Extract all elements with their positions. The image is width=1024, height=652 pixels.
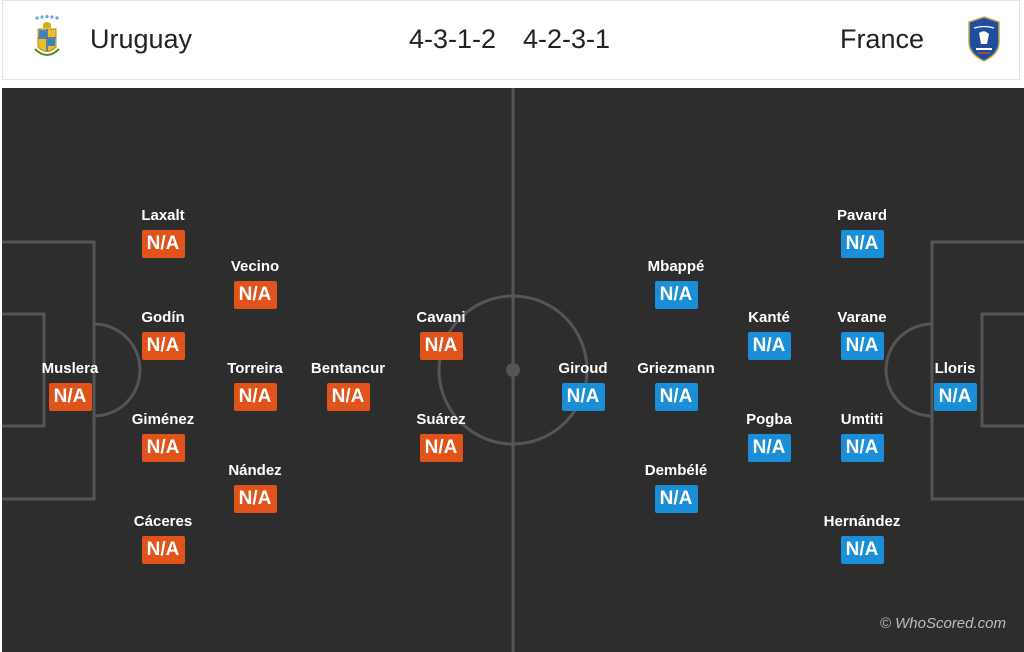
home-team-name: Uruguay: [90, 24, 193, 54]
player-rating-badge: N/A: [561, 383, 605, 411]
player-rating-badge: N/A: [419, 434, 463, 462]
player-name: Vecino: [230, 258, 280, 275]
player-rating-badge: N/A: [654, 281, 698, 309]
player-name: Varane: [837, 309, 887, 326]
player-rating-badge: N/A: [233, 383, 277, 411]
player-name: Pavard: [836, 207, 888, 224]
player-rating-badge: N/A: [654, 383, 698, 411]
france-crest-icon: [968, 16, 1000, 62]
player-name: Suárez: [416, 411, 466, 428]
player-rating-badge: N/A: [233, 485, 277, 513]
player-name: Pogba: [746, 411, 792, 428]
player-rating-badge: N/A: [326, 383, 370, 411]
player-name: Mbappé: [647, 258, 705, 275]
player-name: Kanté: [748, 309, 790, 326]
player-name: Giménez: [131, 411, 195, 428]
player-name: Laxalt: [141, 207, 185, 224]
player-name: Muslera: [41, 360, 99, 377]
player-name: Giroud: [558, 360, 608, 377]
player-rating-badge: N/A: [747, 332, 791, 360]
player-name: Godín: [141, 309, 185, 326]
player-name: Cavani: [416, 309, 466, 326]
player-name: Dembélé: [644, 462, 708, 479]
player-name: Hernández: [823, 513, 901, 530]
player-rating-badge: N/A: [141, 230, 185, 258]
player-rating-badge: N/A: [141, 434, 185, 462]
player-rating-badge: N/A: [233, 281, 277, 309]
match-header: Uruguay 4-3-1-2 4-2-3-1 France: [2, 0, 1020, 80]
home-formation: 4-3-1-2: [409, 24, 497, 54]
player-name: Bentancur: [310, 360, 386, 377]
player-rating-badge: N/A: [840, 434, 884, 462]
player-rating-badge: N/A: [141, 332, 185, 360]
player-rating-badge: N/A: [48, 383, 92, 411]
player-name: Lloris: [934, 360, 976, 377]
player-rating-badge: N/A: [840, 332, 884, 360]
player-name: Nández: [228, 462, 282, 479]
player-rating-badge: N/A: [933, 383, 977, 411]
pitch-lines: [2, 88, 1024, 652]
player-name: Griezmann: [637, 360, 715, 377]
uruguay-crest-icon: [34, 15, 60, 56]
player-rating-badge: N/A: [840, 230, 884, 258]
player-name: Torreira: [227, 360, 283, 377]
player-rating-badge: N/A: [419, 332, 463, 360]
player-name: Umtiti: [840, 411, 884, 428]
player-rating-badge: N/A: [840, 536, 884, 564]
player-rating-badge: N/A: [654, 485, 698, 513]
watermark: © WhoScored.com: [879, 615, 1006, 632]
player-name: Cáceres: [133, 513, 193, 530]
away-team-name: France: [839, 24, 924, 54]
away-formation: 4-2-3-1: [523, 24, 611, 54]
player-rating-badge: N/A: [747, 434, 791, 462]
player-rating-badge: N/A: [141, 536, 185, 564]
